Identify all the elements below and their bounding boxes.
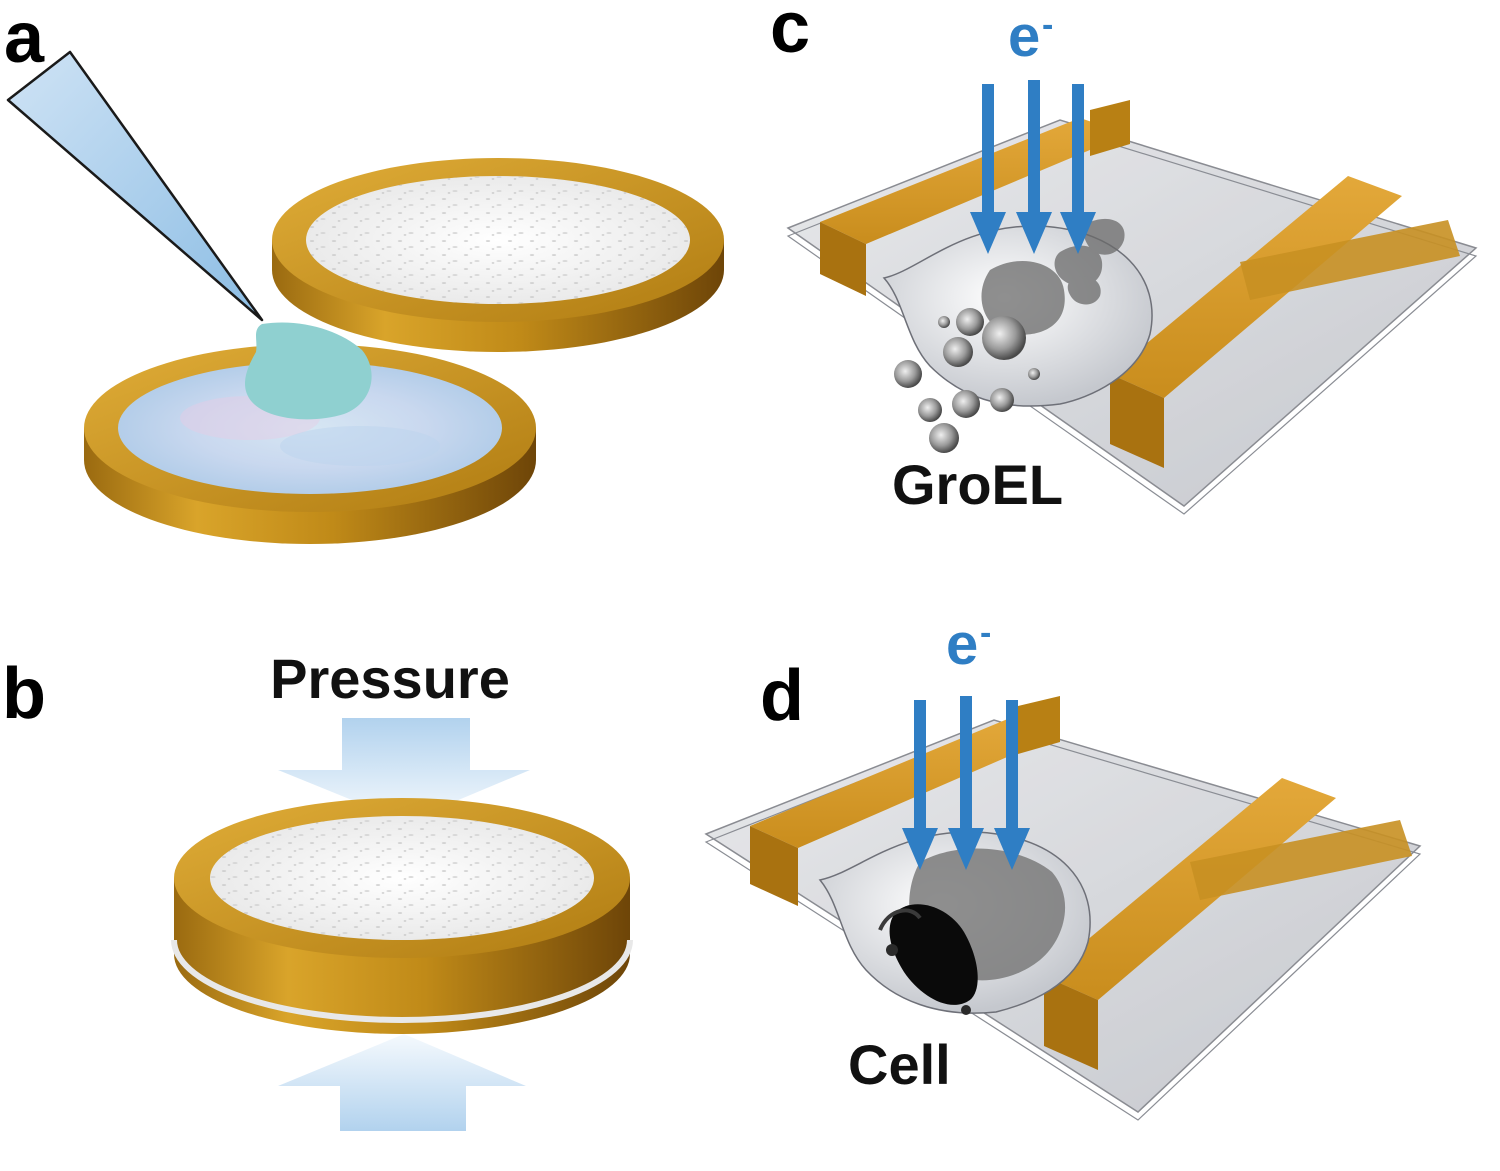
electron-beam-arrow-icon [970, 80, 1096, 254]
pressure-label: Pressure [270, 647, 510, 710]
panel-d: d [704, 612, 1422, 1121]
panel-b: b Pressure [2, 647, 633, 1131]
sandwich-grid-disc [171, 798, 633, 1034]
groel-particles [894, 308, 1040, 453]
panel-b-letter: b [2, 654, 46, 734]
electron-beam-arrow-icon [902, 696, 1030, 870]
pressure-arrow-icon [278, 718, 530, 822]
beam-label: e [1008, 4, 1040, 69]
panel-a: a [4, 0, 724, 544]
grid-bars [820, 100, 1460, 468]
upper-grid-disc [272, 158, 724, 352]
lower-grid-disc [84, 344, 536, 544]
panel-c-letter: c [770, 0, 810, 68]
grid-bars [750, 696, 1412, 1070]
beam-superscript: - [980, 614, 991, 652]
panel-c: c [770, 0, 1478, 516]
sample-droplet [244, 322, 372, 420]
specimen-label-groel: GroEL [892, 453, 1063, 516]
panel-d-letter: d [760, 656, 804, 736]
pressure-arrow-icon [278, 1034, 526, 1131]
panel-a-letter: a [4, 0, 45, 78]
beam-superscript: - [1042, 6, 1053, 44]
beam-label: e [946, 612, 978, 677]
pipette-tip-icon [6, 50, 264, 322]
cell [878, 904, 978, 1015]
specimen-label-cell: Cell [848, 1033, 951, 1096]
